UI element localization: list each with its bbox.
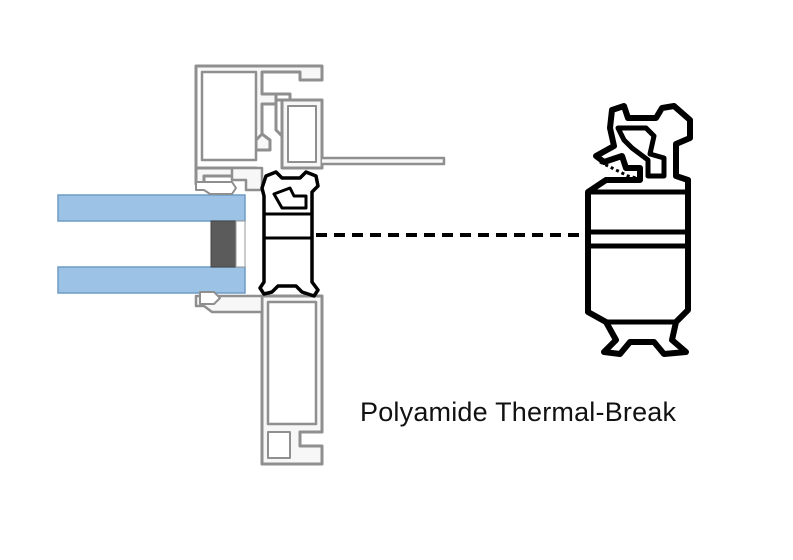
- inner-glass-pane: [57, 266, 246, 294]
- small-thermal-break-notch: [272, 186, 308, 210]
- thermal-break-label: Polyamide Thermal-Break: [360, 397, 677, 427]
- lower-frame-foot: [267, 431, 291, 459]
- upper-frame-inner-chamber: [200, 70, 258, 162]
- upper-aluminium-profile: [194, 64, 446, 195]
- lower-frame-inner-chamber: [266, 300, 318, 426]
- outer-glass-pane: [57, 194, 246, 222]
- thermal-break-detail: [585, 103, 693, 357]
- upper-gasket: [195, 181, 237, 195]
- thermal-break-detail-upper-lip: [615, 125, 667, 179]
- upper-frame-right-chamber-inner: [287, 105, 317, 163]
- glazing-unit: [57, 194, 246, 294]
- small-thermal-break-divider: [264, 212, 312, 240]
- lower-gasket: [199, 291, 221, 305]
- drip-flange: [322, 156, 446, 166]
- upper-frame-hook: [270, 92, 292, 138]
- thermal-break-detail-mid-web: [588, 229, 688, 249]
- thermal-break-in-frame: [258, 170, 320, 298]
- upper-glazing-bead: [230, 166, 264, 192]
- thermal-break-detail-thread: [599, 160, 645, 182]
- spacer-gap: [235, 220, 246, 268]
- lower-aluminium-profile: [194, 291, 324, 466]
